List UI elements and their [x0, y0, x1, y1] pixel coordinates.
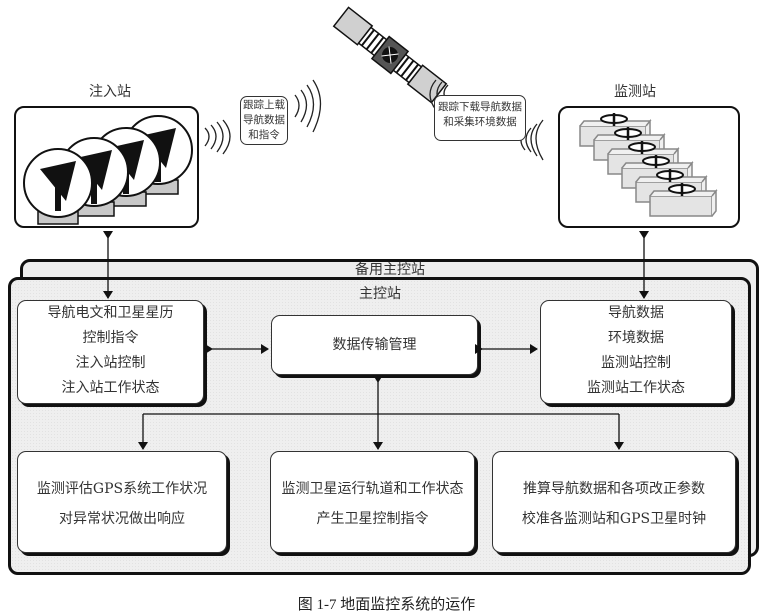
- injection-station-box: [14, 106, 199, 228]
- downlink-bubble-line: 和采集环境数据: [443, 116, 517, 128]
- uplink-bubble-line: 导航数据: [243, 114, 285, 126]
- monitor-station-label: 监测站: [614, 84, 656, 100]
- signal-waves-right-low: [520, 119, 544, 161]
- signal-waves-left-high: [294, 79, 322, 133]
- box-line: 校准各监测站和GPS卫星时钟: [521, 511, 707, 527]
- gps-satellite-icon: [332, 6, 448, 104]
- box-line: 注入站工作状态: [61, 380, 160, 396]
- box-line: 导航电文和卫星星历: [47, 305, 174, 321]
- uplink-bubble-line: 跟踪上载: [243, 99, 285, 111]
- downlink-bubble: 跟踪下载导航数据 和采集环境数据: [434, 95, 526, 141]
- orbit-monitoring-box: 监测卫星运行轨道和工作状态 产生卫星控制指令: [270, 451, 475, 553]
- signal-waves-left-low: [204, 119, 231, 155]
- clock-calibration-box: 推算导航数据和各项改正参数 校准各监测站和GPS卫星时钟: [492, 451, 736, 553]
- backup-master-station-label: 备用主控站: [355, 262, 425, 278]
- box-line: 环境数据: [608, 330, 664, 346]
- monitor-control-box: 导航数据 环境数据 监测站控制 监测站工作状态: [540, 300, 732, 404]
- gps-evaluation-box: 监测评估GPS系统工作状况 对异常状况做出响应: [17, 451, 227, 553]
- box-line: 监测站工作状态: [587, 380, 685, 396]
- box-line: 导航数据: [608, 305, 664, 321]
- box-line: 推算导航数据和各项改正参数: [523, 481, 705, 497]
- figure-caption: 图 1-7 地面监控系统的运作: [297, 597, 476, 613]
- box-line: 控制指令: [82, 330, 139, 346]
- box-line: 数据传输管理: [332, 337, 417, 353]
- master-station-label: 主控站: [359, 286, 401, 302]
- box-line: 监测评估GPS系统工作状况: [36, 481, 208, 497]
- monitor-station-box: [558, 106, 740, 228]
- box-line: 产生卫星控制指令: [316, 511, 429, 527]
- satellite-dish-antennas-icon: [23, 115, 193, 225]
- box-line: 注入站控制: [75, 355, 146, 371]
- data-transfer-management-box: 数据传输管理: [271, 315, 478, 375]
- uplink-bubble: 跟踪上载 导航数据 和指令: [240, 96, 288, 145]
- monitoring-receiver-units-icon: [579, 113, 718, 217]
- uplink-bubble-line: 和指令: [248, 129, 280, 141]
- downlink-bubble-line: 跟踪下载导航数据: [438, 101, 522, 113]
- injection-station-label: 注入站: [89, 84, 131, 100]
- box-line: 监测站控制: [601, 355, 671, 371]
- box-line: 监测卫星运行轨道和工作状态: [281, 481, 464, 497]
- box-line: 对异常状况做出响应: [59, 511, 185, 527]
- injection-control-box: 导航电文和卫星星历 控制指令 注入站控制 注入站工作状态: [17, 300, 204, 404]
